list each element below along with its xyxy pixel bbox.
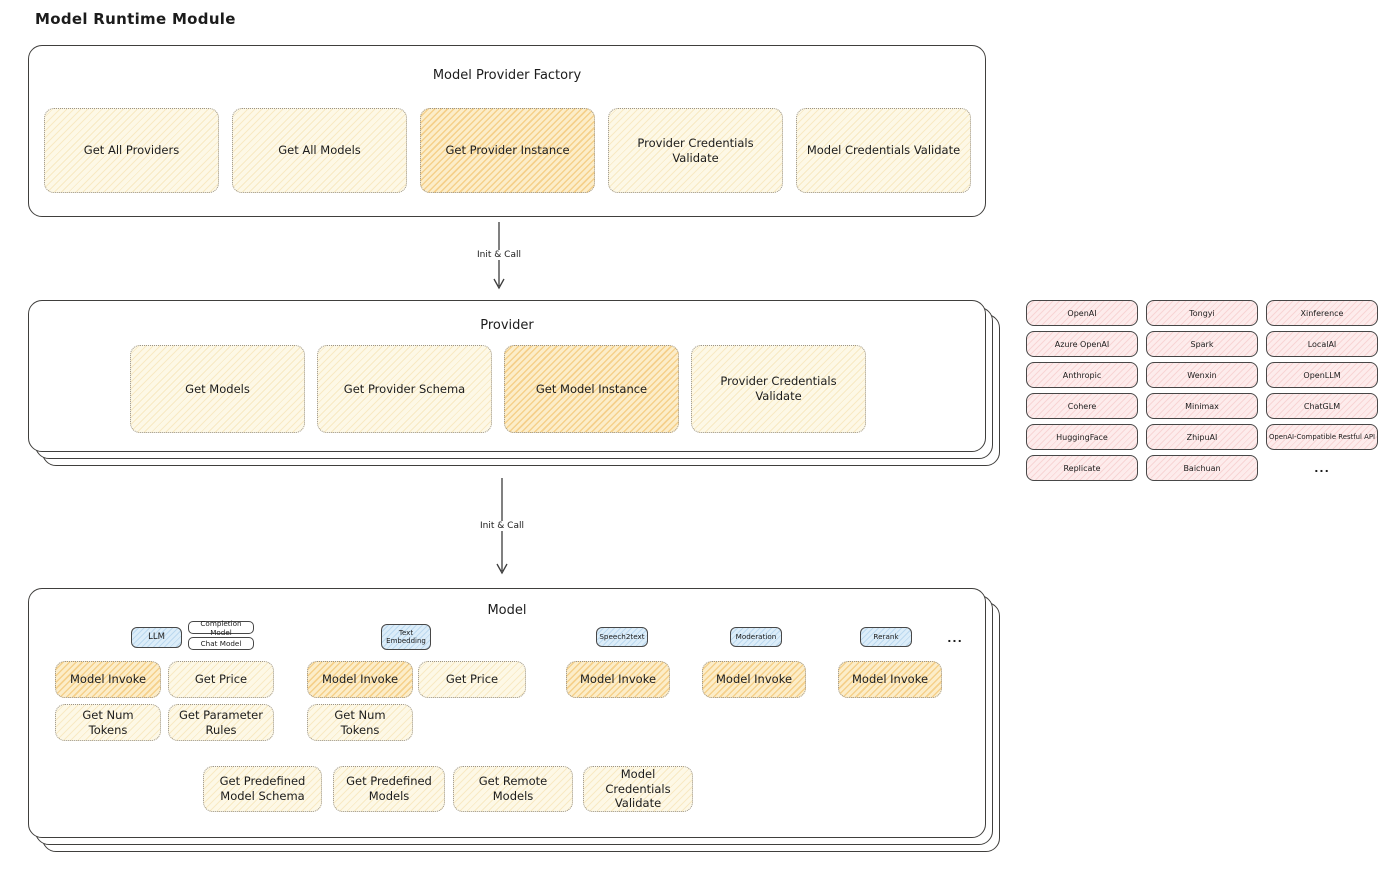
provider-item-anthropic: Anthropic (1026, 362, 1138, 388)
provider-item-openai: OpenAI (1026, 300, 1138, 326)
model-get-remote-models: Get Remote Models (453, 766, 573, 812)
arrow-label-init-call-2: Init & Call (457, 521, 547, 531)
provider-item-xinference: Xinference (1266, 300, 1378, 326)
provider-item-huggingface: HuggingFace (1026, 424, 1138, 450)
provider-get-provider-schema: Get Provider Schema (317, 345, 492, 433)
tag-chat-model: Chat Model (188, 637, 254, 650)
factory-title: Model Provider Factory (432, 68, 582, 83)
factory-get-provider-instance: Get Provider Instance (420, 108, 595, 193)
tag-moderation: Moderation (730, 627, 782, 647)
speech2text-model-invoke: Model Invoke (566, 661, 670, 698)
provider-get-model-instance: Get Model Instance (504, 345, 679, 433)
llm-get-parameter-rules: Get Parameter Rules (168, 704, 274, 741)
page-title: Model Runtime Module (35, 10, 236, 28)
provider-item-azure-openai: Azure OpenAI (1026, 331, 1138, 357)
text-embedding-get-num-tokens: Get Num Tokens (307, 704, 413, 741)
factory-model-credentials-validate: Model Credentials Validate (796, 108, 971, 193)
provider-item-chatglm: ChatGLM (1266, 393, 1378, 419)
text-embedding-get-price: Get Price (418, 661, 526, 698)
factory-get-all-providers: Get All Providers (44, 108, 219, 193)
provider-list-more: ... (1314, 461, 1330, 475)
provider-item-openllm: OpenLLM (1266, 362, 1378, 388)
provider-list-grid: OpenAI Tongyi Xinference Azure OpenAI Sp… (1026, 300, 1378, 481)
provider-item-baichuan: Baichuan (1146, 455, 1258, 481)
provider-item-replicate: Replicate (1026, 455, 1138, 481)
tag-speech2text: Speech2text (596, 627, 648, 647)
provider-item-tongyi: Tongyi (1146, 300, 1258, 326)
model-tags-more: ... (947, 631, 963, 645)
provider-item-wenxin: Wenxin (1146, 362, 1258, 388)
provider-get-models: Get Models (130, 345, 305, 433)
llm-get-price: Get Price (168, 661, 274, 698)
provider-item-zhipuai: ZhipuAI (1146, 424, 1258, 450)
tag-text-embedding: Text Embedding (381, 624, 431, 650)
provider-provider-credentials-validate: Provider Credentials Validate (691, 345, 866, 433)
factory-provider-credentials-validate: Provider Credentials Validate (608, 108, 783, 193)
factory-get-all-models: Get All Models (232, 108, 407, 193)
provider-item-spark: Spark (1146, 331, 1258, 357)
rerank-model-invoke: Model Invoke (838, 661, 942, 698)
tag-llm: LLM (131, 627, 182, 648)
llm-model-invoke: Model Invoke (55, 661, 161, 698)
moderation-model-invoke: Model Invoke (702, 661, 806, 698)
tag-completion-model: Completion Model (188, 619, 254, 637)
provider-item-minimax: Minimax (1146, 393, 1258, 419)
model-get-predefined-model-schema: Get Predefined Model Schema (203, 766, 322, 812)
model-title: Model (487, 603, 527, 618)
provider-title: Provider (480, 318, 534, 333)
text-embedding-model-invoke: Model Invoke (307, 661, 413, 698)
model-get-predefined-models: Get Predefined Models (333, 766, 445, 812)
model-model-credentials-validate: Model Credentials Validate (583, 766, 693, 812)
llm-get-num-tokens: Get Num Tokens (55, 704, 161, 741)
tag-rerank: Rerank (860, 627, 912, 647)
provider-item-openai-compatible: OpenAI-Compatible Restful API (1266, 424, 1378, 450)
provider-item-localai: LocalAI (1266, 331, 1378, 357)
arrow-label-init-call-1: Init & Call (454, 250, 544, 260)
provider-item-cohere: Cohere (1026, 393, 1138, 419)
